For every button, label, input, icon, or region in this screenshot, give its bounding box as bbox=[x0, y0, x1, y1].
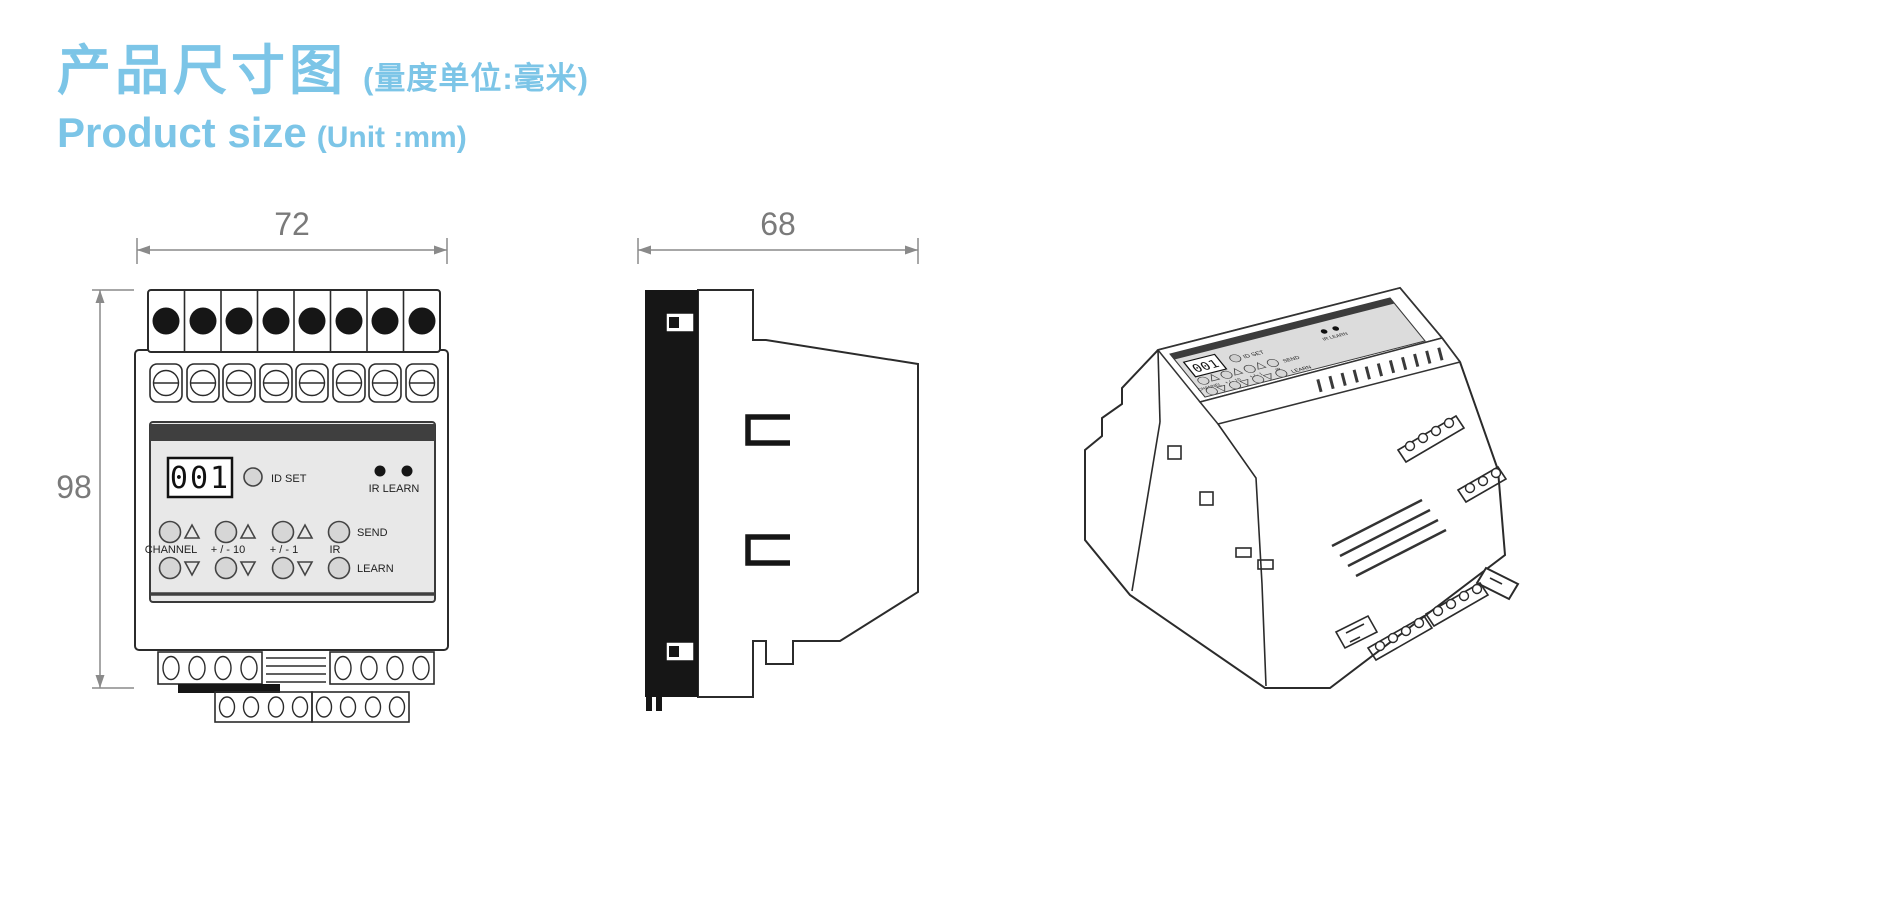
iso-terminal-block-mid bbox=[1456, 465, 1508, 504]
unit-note-zh: (量度单位:毫米) bbox=[363, 61, 589, 96]
side-view-drawing: 68 bbox=[637, 206, 919, 711]
iso-ir-learn-label: IR LEARN bbox=[1322, 332, 1350, 343]
pm10-down-button bbox=[214, 556, 238, 580]
screw-terminal bbox=[405, 363, 439, 403]
up-arrow-icon bbox=[183, 523, 201, 539]
front-width-value: 72 bbox=[274, 206, 310, 242]
up-arrow-icon bbox=[296, 523, 314, 539]
down-arrow-icon bbox=[296, 561, 314, 577]
iso-side-slot bbox=[1257, 559, 1274, 570]
front-view-drawing: 72 98 bbox=[56, 206, 449, 723]
iso-terminal-block-upper bbox=[1396, 414, 1466, 464]
front-height-dimension: 98 bbox=[56, 289, 134, 689]
front-width-dimension: 72 bbox=[136, 206, 448, 264]
up-arrow-icon bbox=[239, 523, 257, 539]
iso-control-panel: 001 ID SET IR LEARN SEND CHANNEL + / - 1… bbox=[1169, 297, 1426, 398]
unit-note-en: (Unit :mm) bbox=[316, 121, 467, 154]
header: 产品尺寸图 (量度单位:毫米) Product size (Unit :mm) bbox=[57, 26, 589, 157]
side-profile-outline bbox=[697, 289, 919, 698]
iso-learn-label: LEARN bbox=[1290, 365, 1313, 374]
iso-id-set-label: ID SET bbox=[1242, 350, 1267, 360]
side-depth-value: 68 bbox=[760, 206, 796, 242]
down-arrow-icon bbox=[183, 561, 201, 577]
mount-hook bbox=[745, 534, 790, 566]
ir-send-button bbox=[327, 520, 351, 544]
iso-terminal-block-lower bbox=[1366, 581, 1490, 662]
page-title-zh: 产品尺寸图 bbox=[57, 41, 347, 101]
pm1-down-button bbox=[271, 556, 295, 580]
iso-id-set-button bbox=[1229, 354, 1242, 363]
channel-up-button bbox=[158, 520, 182, 544]
iso-din-clip bbox=[1475, 566, 1520, 601]
din-rail-mount bbox=[645, 290, 698, 711]
front-control-panel: 001 ID SET IR LEARN SEND CHANNEL + / - 1… bbox=[145, 421, 436, 603]
screw-terminal bbox=[186, 363, 220, 403]
screw-terminal bbox=[222, 363, 256, 403]
send-label: SEND bbox=[357, 527, 388, 539]
iso-side-hole bbox=[1167, 445, 1182, 460]
iso-rj45-port bbox=[1334, 614, 1379, 650]
iso-front-edge bbox=[1217, 423, 1267, 687]
iso-send-label: SEND bbox=[1282, 356, 1302, 364]
pm1-label: + / - 1 bbox=[270, 544, 298, 556]
screw-terminal bbox=[295, 363, 329, 403]
bottom-terminal-block bbox=[157, 651, 435, 723]
panel-top-stripe bbox=[150, 424, 435, 441]
id-set-label: ID SET bbox=[271, 473, 307, 485]
clip-pin bbox=[646, 697, 652, 711]
pm10-up-button bbox=[214, 520, 238, 544]
screw-terminal bbox=[149, 363, 183, 403]
ir-learn-button bbox=[327, 556, 351, 580]
learn-indicator-dot bbox=[401, 465, 413, 477]
din-clip bbox=[178, 684, 280, 693]
iso-side-slot bbox=[1235, 547, 1252, 558]
screw-terminal-row bbox=[149, 363, 439, 403]
pm10-label: + / - 10 bbox=[211, 544, 246, 556]
iso-id-display bbox=[1182, 353, 1228, 378]
screw-terminal bbox=[368, 363, 402, 403]
ir-indicator-dot bbox=[374, 465, 386, 477]
ir-learn-label: IR LEARN bbox=[369, 483, 420, 495]
iso-id-display-value: 001 bbox=[1189, 358, 1222, 375]
down-arrow-icon bbox=[239, 561, 257, 577]
channel-label: CHANNEL bbox=[145, 544, 198, 556]
side-depth-dimension: 68 bbox=[637, 206, 919, 264]
front-height-value: 98 bbox=[56, 469, 92, 505]
channel-down-button bbox=[158, 556, 182, 580]
id-display bbox=[166, 456, 234, 499]
mount-hook bbox=[745, 414, 790, 446]
id-display-value: 001 bbox=[170, 461, 230, 496]
screw-terminal bbox=[332, 363, 366, 403]
top-terminal-block bbox=[147, 289, 441, 353]
screw-terminal bbox=[259, 363, 293, 403]
ir-label: IR bbox=[330, 544, 341, 556]
iso-side-hole bbox=[1199, 491, 1214, 506]
pm1-up-button bbox=[271, 520, 295, 544]
iso-vent-louvers bbox=[1331, 498, 1447, 578]
learn-label: LEARN bbox=[357, 563, 394, 575]
front-device-body: 001 ID SET IR LEARN SEND CHANNEL + / - 1… bbox=[134, 289, 449, 723]
clip-pin bbox=[656, 697, 662, 711]
page-title-en: Product size bbox=[57, 109, 307, 156]
id-set-button bbox=[243, 467, 263, 487]
isometric-view-drawing: 001 ID SET IR LEARN SEND CHANNEL + / - 1… bbox=[1084, 286, 1520, 689]
